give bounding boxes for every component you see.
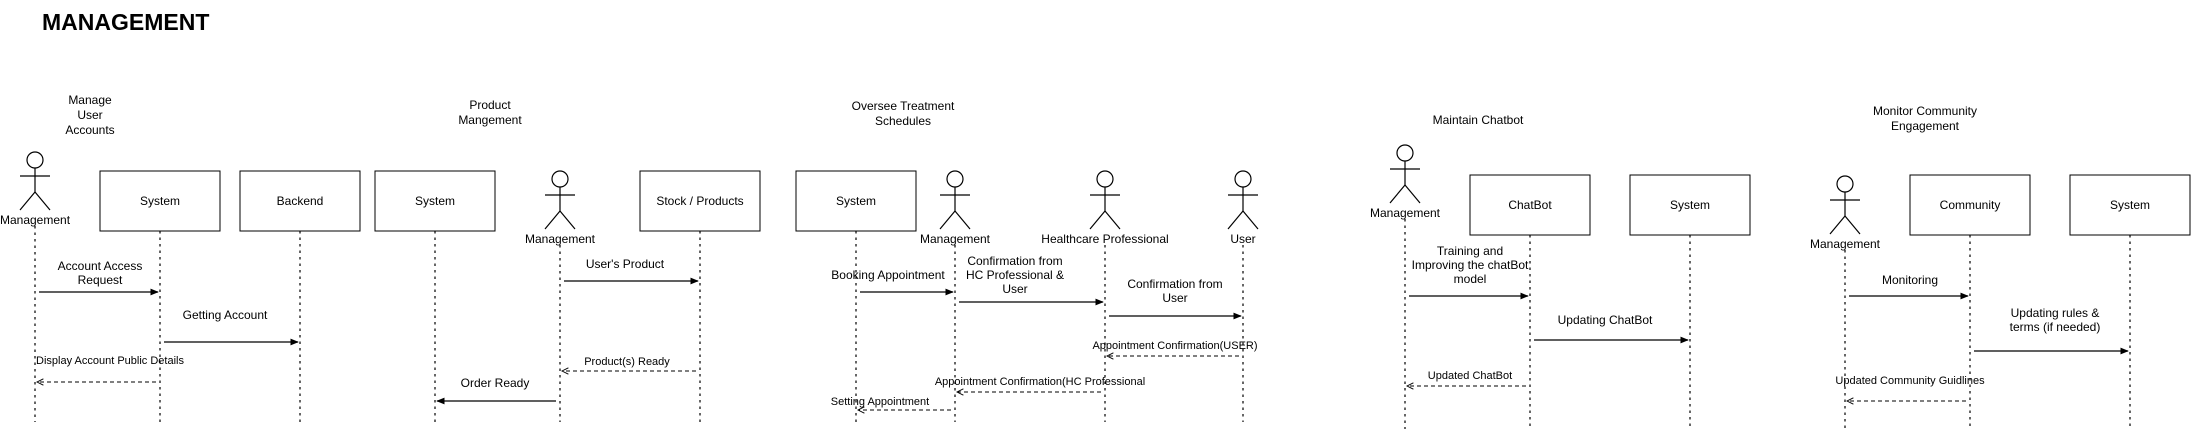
message-label: Getting Account bbox=[183, 308, 268, 322]
system-box bbox=[1629, 174, 1751, 236]
management-label: Management bbox=[1370, 206, 1441, 220]
stock-products-label: Stock / Products bbox=[656, 194, 743, 208]
message-label: Appointment Confirmation(HC Professional bbox=[935, 376, 1145, 388]
system-box bbox=[2069, 174, 2191, 236]
management-actor-icon bbox=[939, 170, 971, 230]
page-title: MANAGEMENT bbox=[42, 9, 209, 35]
message-label: Updated Community Guidlines bbox=[1835, 375, 1985, 387]
stock-products-box bbox=[639, 170, 761, 232]
management-actor-icon bbox=[1389, 144, 1421, 204]
management-actor-icon bbox=[1829, 175, 1861, 235]
message-label: Updating ChatBot bbox=[1558, 313, 1653, 327]
management-label: Management bbox=[525, 232, 596, 246]
message-label: Display Account Public Details bbox=[36, 355, 184, 367]
message-label: Updating rules &terms (if needed) bbox=[2010, 306, 2101, 334]
message-label: User's Product bbox=[586, 257, 665, 271]
message-label: Setting Appointment bbox=[831, 396, 929, 408]
system-label: System bbox=[836, 194, 876, 208]
user-label: User bbox=[1230, 232, 1255, 246]
system-label: System bbox=[1670, 198, 1710, 212]
system-box bbox=[795, 170, 917, 232]
message-label: Appointment Confirmation(USER) bbox=[1092, 340, 1257, 352]
management-actor-icon bbox=[19, 151, 51, 211]
community-box bbox=[1909, 174, 2031, 236]
message-label: Order Ready bbox=[461, 376, 530, 390]
management-label: Management bbox=[920, 232, 991, 246]
backend-box bbox=[239, 170, 361, 232]
system-label: System bbox=[140, 194, 180, 208]
chatbot-label: ChatBot bbox=[1508, 198, 1552, 212]
community-label: Community bbox=[1940, 198, 2001, 212]
healthcare-professional-label: Healthcare Professional bbox=[1041, 232, 1168, 246]
chatbot-box bbox=[1469, 174, 1591, 236]
message-label: Booking Appointment bbox=[831, 268, 945, 282]
message-label: Monitoring bbox=[1882, 273, 1938, 287]
management-label: Management bbox=[0, 213, 71, 227]
system-label: System bbox=[2110, 198, 2150, 212]
backend-label: Backend bbox=[277, 194, 324, 208]
management-label: Management bbox=[1810, 237, 1881, 251]
system-box bbox=[374, 170, 496, 232]
system-box bbox=[99, 170, 221, 232]
management-actor-icon bbox=[544, 170, 576, 230]
message-label: Updated ChatBot bbox=[1428, 370, 1512, 382]
system-label: System bbox=[415, 194, 455, 208]
diagram-title: Maintain Chatbot bbox=[1433, 113, 1524, 127]
user-actor-icon bbox=[1227, 170, 1259, 230]
message-label: Product(s) Ready bbox=[584, 356, 670, 368]
healthcare-professional-actor-icon bbox=[1089, 170, 1121, 230]
